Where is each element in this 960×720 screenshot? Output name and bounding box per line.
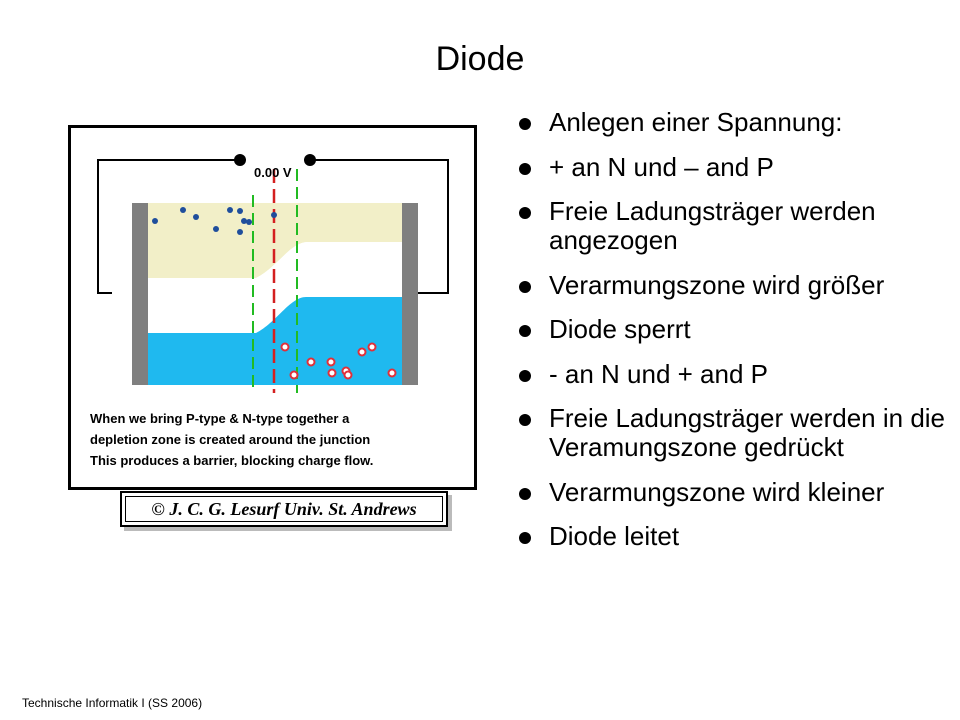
bullet-item: Freie Ladungsträger werden in die Veramu… xyxy=(515,404,955,462)
voltage-readout: 0.00 V xyxy=(254,165,292,180)
hole xyxy=(327,368,337,378)
bullet-item: Diode leitet xyxy=(515,522,955,551)
bullet-item: Anlegen einer Spannung: xyxy=(515,108,955,137)
electrons xyxy=(152,207,277,235)
hole xyxy=(289,370,299,380)
circuit-wire-left xyxy=(97,159,240,294)
bullet-text: + an N und – and P xyxy=(549,151,774,182)
electron xyxy=(246,219,252,225)
slide-footer: Technische Informatik I (SS 2006) xyxy=(22,696,203,710)
credit-text: © J. C. G. Lesurf Univ. St. Andrews xyxy=(151,499,417,519)
bullet-text: - an N und + and P xyxy=(549,358,768,389)
electrode-left xyxy=(132,203,148,385)
bullet-dot-icon xyxy=(519,369,531,382)
bullet-dot-icon xyxy=(519,532,531,544)
hole xyxy=(306,357,316,367)
bullet-item: Verarmungszone wird kleiner xyxy=(515,476,955,507)
bullet-item: Freie Ladungsträger werden angezogen xyxy=(515,197,955,255)
bullet-text: Freie Ladungsträger werden in die Veramu… xyxy=(549,403,946,462)
bullet-dot-icon xyxy=(519,414,531,426)
diode-diagram-drawing xyxy=(68,125,477,490)
bullet-text: Freie Ladungsträger werden angezogen xyxy=(549,196,876,255)
caption-line: This produces a barrier, blocking charge… xyxy=(90,453,374,468)
terminal-right xyxy=(304,154,316,166)
bullet-text: Diode leitet xyxy=(549,521,680,551)
bullet-text: Diode sperrt xyxy=(549,314,691,344)
hole xyxy=(357,347,367,357)
holes xyxy=(280,342,397,380)
bullet-dot-icon xyxy=(519,162,531,175)
electron xyxy=(241,218,247,224)
hole xyxy=(367,342,377,352)
hole xyxy=(343,370,353,380)
caption-line: depletion zone is created around the jun… xyxy=(90,432,371,447)
bullet-dot-icon xyxy=(519,487,531,500)
bullet-item: + an N und – and P xyxy=(515,151,955,182)
bullet-list: Anlegen einer Spannung: + an N und – and… xyxy=(515,108,955,567)
bullet-text: Verarmungszone wird kleiner xyxy=(549,476,885,507)
bullet-item: Verarmungszone wird größer xyxy=(515,269,955,300)
electron xyxy=(227,207,233,213)
bullet-text: Verarmungszone wird größer xyxy=(549,269,885,300)
diode-diagram: 0.00 V When we bring P-type & N-type tog… xyxy=(68,125,478,533)
electron xyxy=(271,212,277,218)
bullet-dot-icon xyxy=(519,280,531,293)
electron xyxy=(152,218,158,224)
bullet-item: Diode sperrt xyxy=(515,315,955,344)
electrode-right xyxy=(402,203,418,385)
bullet-item: - an N und + and P xyxy=(515,358,955,389)
electron xyxy=(213,226,219,232)
caption-line: When we bring P-type & N-type together a xyxy=(90,411,350,426)
slide-title: Diode xyxy=(435,40,525,78)
bullet-text: Anlegen einer Spannung: xyxy=(549,107,843,137)
terminal-left xyxy=(234,154,246,166)
electron xyxy=(180,207,186,213)
electron xyxy=(193,214,199,220)
circuit-wire-right xyxy=(310,159,449,294)
credit-box: © J. C. G. Lesurf Univ. St. Andrews xyxy=(120,491,448,527)
hole xyxy=(280,342,290,352)
bullet-dot-icon xyxy=(519,325,531,337)
hole xyxy=(326,357,336,367)
bullet-dot-icon xyxy=(519,118,531,130)
bullet-dot-icon xyxy=(519,207,531,219)
figure-caption: When we bring P-type & N-type together a… xyxy=(90,408,450,471)
electron xyxy=(237,229,243,235)
electron xyxy=(237,208,243,214)
depletion-zone xyxy=(148,242,402,333)
hole xyxy=(387,368,397,378)
